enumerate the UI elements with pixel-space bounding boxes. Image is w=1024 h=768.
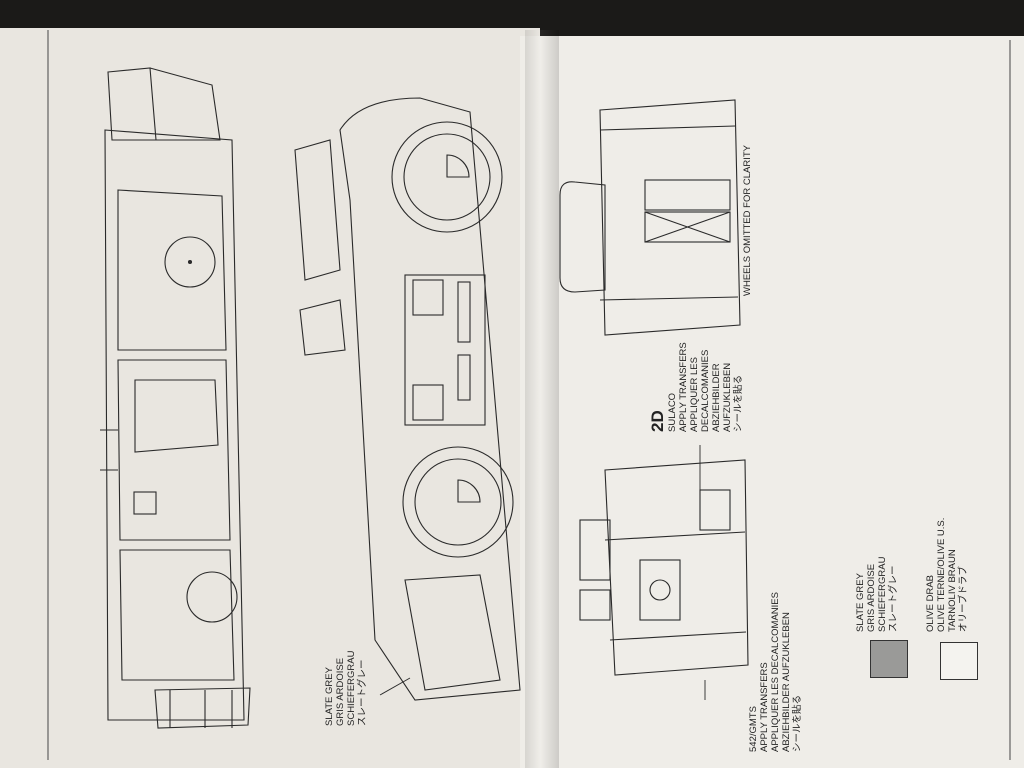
legend-line: GRIS ARDOISE [866,563,877,632]
legend-line: オリーブドラブ [958,566,969,632]
step-line: DECALCOMANIES [700,349,711,432]
callout-line: SLATE GREY [324,667,335,726]
legend-line: スレートグレー [888,565,899,632]
legend-line: SLATE GREY [855,573,866,632]
legend-line: TARNOLIV BRAUN [947,549,958,632]
vehicle-rear-view [579,459,749,676]
legend-item-slate-grey: SLATE GREY GRIS ARDOISE SCHIEFERGRAU スレー… [855,557,899,632]
callout-line: GRIS ARDOISE [335,657,346,726]
legend-line: OLIVE TERNE/OLIVE U.S. [936,517,947,632]
step-line: ABZIEHBILDER [711,363,722,432]
olive-drab-swatch [940,642,978,680]
legend-line: SCHIEFERGRAU [877,556,888,632]
step-line: AUFZUKLEBEN [722,362,733,432]
legend-line: OLIVE DRAB [925,574,936,632]
step-line: シールを貼る [733,374,744,432]
slate-grey-callout: SLATE GREY GRIS ARDOISE SCHIEFERGRAU スレー… [324,651,368,726]
vehicle-front-view [559,99,741,336]
step-number: 2D [648,410,667,432]
step-line: APPLY TRANSFERS [678,342,689,432]
decal-note-line: シールを貼る [792,694,803,752]
vehicle-top-view [100,67,251,729]
vehicle-side-view [294,97,521,701]
slate-grey-swatch [870,640,908,678]
decal-note-line: APPLIQUER LES DECALCOMANIES [770,592,781,752]
sheet-left-page [0,28,540,768]
step-line: APPLIQUER LES [689,357,700,432]
page-fold [525,30,559,768]
decal-note-line: ABZIEHBILDER AUFZUKLEBEN [781,612,792,752]
decal-note-line: 542/GMTS [748,706,759,752]
decal-note-line: APPLY TRANSFERS [759,662,770,752]
wheels-note-text: WHEELS OMITTED FOR CLARITY [742,145,753,296]
step-line: SULACO [667,392,678,432]
decal-542-note: 542/GMTS APPLY TRANSFERS APPLIQUER LES D… [748,592,803,752]
callout-line: SCHIEFERGRAU [346,650,357,726]
callout-line: スレートグレー [357,659,368,726]
wheels-omitted-note: WHEELS OMITTED FOR CLARITY [742,145,753,296]
legend-item-olive-drab: OLIVE DRAB OLIVE TERNE/OLIVE U.S. TARNOL… [925,518,969,632]
step-2d-block: 2D SULACO APPLY TRANSFERS APPLIQUER LES … [648,342,744,432]
